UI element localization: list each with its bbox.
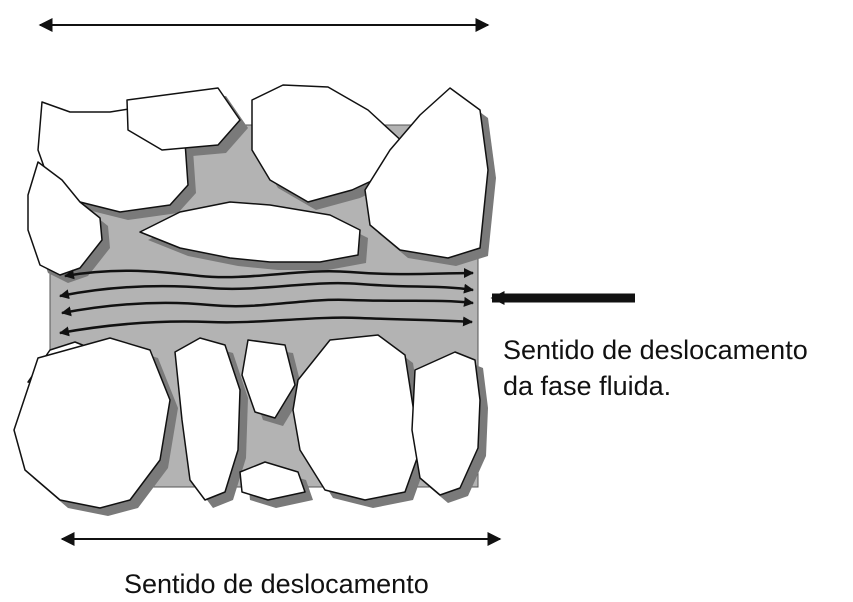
- fluid-direction-line1: Sentido de deslocamento: [503, 332, 808, 368]
- grain-4: [365, 88, 488, 258]
- fluid-direction-label: Sentido de deslocamento da fase fluida.: [503, 332, 808, 404]
- fluid-direction-line2: da fase fluida.: [503, 368, 808, 404]
- bottom-direction-label: Sentido de deslocamento: [124, 566, 429, 602]
